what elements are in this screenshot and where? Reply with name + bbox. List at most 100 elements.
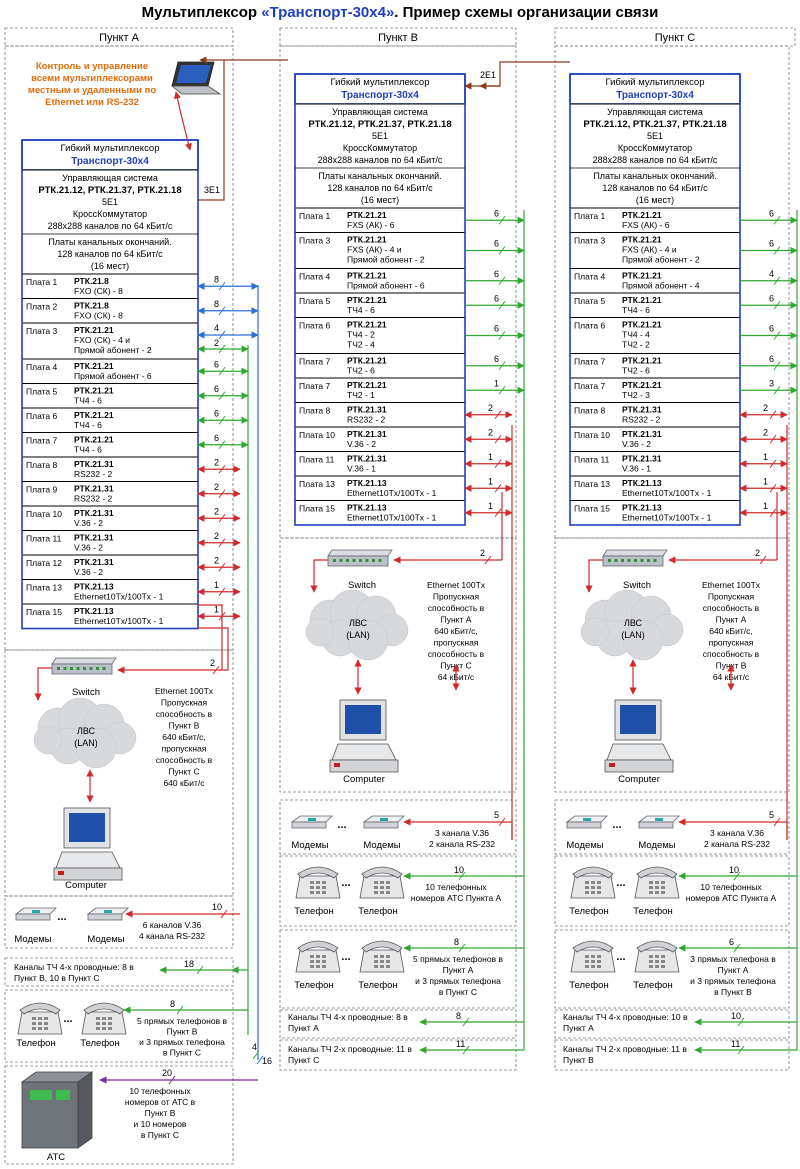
switch-icon [51,657,117,675]
phone-icon [570,940,616,973]
board-desc: ТЧ4 - 6 [74,420,102,430]
phone-key [96,1022,100,1025]
channel-count: 1 [763,501,768,511]
mux-brand: Транспорт-30х4 [616,90,694,101]
board-model: РТК.21.21 [347,320,387,330]
count-tick [218,330,226,340]
count-tick [218,344,226,354]
lan-link [34,667,52,701]
channel-count: 1 [494,378,499,388]
phone-note: Пункт А [443,965,474,975]
channel-count: 6 [214,359,219,369]
phone-note: Пункт А [718,965,749,975]
phone-key [32,1022,36,1025]
board-slot: Плата 7 [299,357,330,367]
phone-note: и 3 прямых телефона [139,1037,225,1047]
modem-note: 2 канала RS-232 [704,839,770,849]
eth-note: способность в [428,603,485,613]
count-tick [773,246,781,255]
site-header-frame [4,27,234,47]
phone-key [44,1027,48,1030]
phone-key [649,955,653,958]
board-model: РТК.21.31 [347,429,387,439]
board-desc: V.36 - 1 [347,464,376,474]
board-desc: Ethernet10Tx/100Tx - 1 [74,616,164,626]
phone-key [585,960,589,963]
phone-key [380,965,384,968]
phone-key [322,965,326,968]
count-tick [494,508,502,518]
lan-label: (LAN) [74,738,98,748]
switch-port [608,559,611,562]
phone-note: Пункт В [167,1027,198,1037]
phone-icon [17,1002,63,1035]
channel-count: 16 [262,1056,272,1066]
channel-count: 1 [214,604,219,614]
board-model: РТК.21.21 [622,271,662,281]
board-slot: Плата 15 [574,504,610,514]
switch-port [640,559,644,562]
modem-icon [14,907,57,921]
phone-key [44,1017,48,1020]
phone-key [374,891,378,894]
eth-note: 640 кБит/с, [162,732,205,742]
channel-count: 6 [494,269,499,279]
phone-key [661,886,665,889]
board-model: РТК.21.31 [622,454,662,464]
count-tick [218,306,226,316]
count-tick [498,385,506,395]
board-row [21,530,199,556]
board-model: РТК.21.31 [347,405,387,415]
phone-key [310,960,314,963]
board-desc: ТЧ2 - 6 [622,366,650,376]
slots-desc: 128 каналов по 64 кБит/с [57,249,163,259]
count-tick [773,331,781,340]
phone-key [380,955,384,958]
mux-title: Гибкий мультиплексор [605,77,704,88]
board-model: РТК.21.21 [347,271,387,281]
board-desc: FXS (АК) - 4 и [622,245,677,255]
board-model: РТК.21.8 [74,301,109,311]
switch-port [621,559,624,562]
phone-handset [361,940,403,953]
phone-key [661,881,665,884]
board-desc: Ethernet10Tx/100Tx - 1 [622,513,712,523]
ats-note: Пункт В [145,1108,176,1118]
switch-port [57,667,60,670]
xc-desc: 288х288 каналов по 64 кБит/с [593,155,718,165]
channel-count: 6 [494,324,499,334]
eth-note: Пропускная [708,592,755,602]
modem-light [655,818,663,821]
phone-key [310,955,314,958]
board-slot: Плата 6 [26,411,57,421]
phone-key [108,1022,112,1025]
cloud-puff [622,619,664,661]
board-slot: Плата 10 [26,509,62,519]
board-desc: ТЧ4 - 6 [347,305,375,315]
mux-block: Гибкий мультиплексорТранспорт-30х4Управл… [294,73,466,526]
channel-count: 2 [210,658,215,668]
modem-label: Модемы [638,840,675,851]
switch-top [51,657,117,665]
tch-note: Пункт В [563,1055,594,1065]
board-desc: Прямой абонент - 2 [74,345,152,355]
channel-count: 1 [488,501,493,511]
board-model: РТК.21.13 [74,582,114,592]
eth-note: 640 кБит/с [163,778,205,788]
phone-key [310,881,314,884]
switch-front [602,555,664,567]
tch-note: Пункт С [288,1055,319,1065]
phone-key [108,1027,112,1030]
count-tick [212,665,220,675]
board-model: РТК.21.21 [74,325,114,335]
channel-count: 6 [769,354,774,364]
phone-key [649,886,653,889]
xc-title: КроссКоммутатор [343,143,417,153]
lan-label: ЛВС [349,618,368,628]
count-tick [494,483,502,493]
count-tick [218,366,226,376]
channel-count: 6 [729,937,734,947]
phone-key [310,891,314,894]
e1-label: 5E1 [372,131,388,141]
board-slot: Плата 6 [574,321,605,331]
